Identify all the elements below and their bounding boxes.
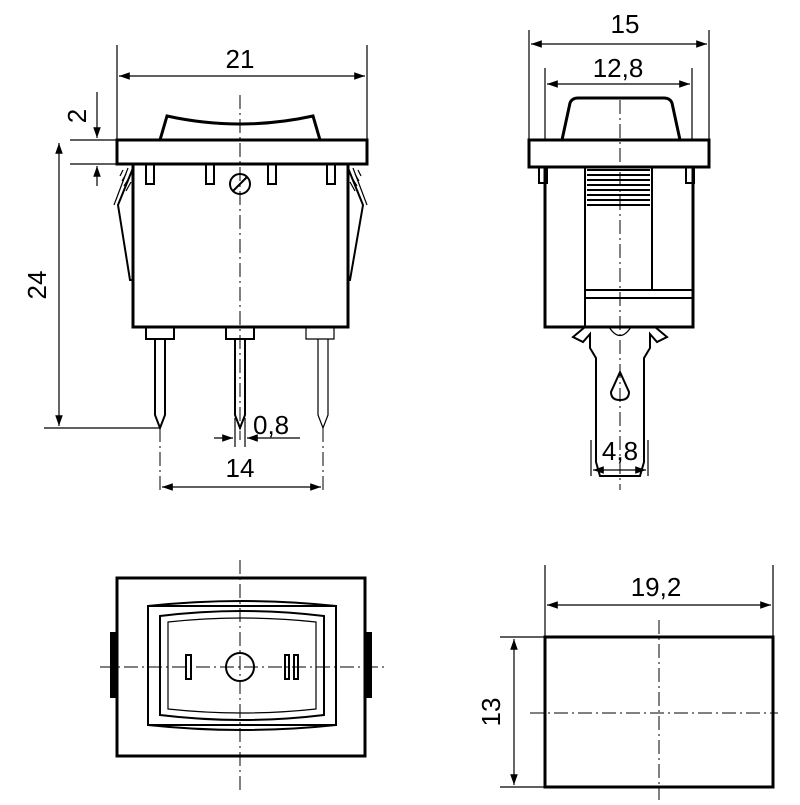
rocker-outline-top xyxy=(159,610,325,721)
on-symbol-a xyxy=(284,654,290,680)
ribs xyxy=(587,169,650,206)
dim-label-14: 14 xyxy=(226,453,255,483)
dim-label-19-2: 19,2 xyxy=(631,572,682,602)
dim-label-21: 21 xyxy=(226,44,255,74)
right-bump xyxy=(365,632,372,698)
rocker-side xyxy=(560,96,682,141)
dim-label-15: 15 xyxy=(611,9,640,39)
terminal-tab xyxy=(571,326,669,477)
dim-label-13: 13 xyxy=(476,698,506,727)
side-view xyxy=(527,96,711,490)
top-plate-front xyxy=(115,138,369,166)
dim-label-12-8: 12,8 xyxy=(593,53,644,83)
panel-cutout xyxy=(530,620,778,800)
right-clip xyxy=(347,167,365,281)
left-clip xyxy=(116,167,134,281)
dim-label-0-8: 0,8 xyxy=(253,410,289,440)
side-dimensions: 15 12,8 4,8 xyxy=(528,9,710,476)
dim-label-4-8: 4,8 xyxy=(602,436,638,466)
cutout-dimensions: 19,2 13 xyxy=(476,565,774,788)
left-bump xyxy=(110,632,117,698)
front-view xyxy=(113,95,369,440)
front-dimensions: 21 2 24 0,8 14 xyxy=(22,44,368,493)
body-side xyxy=(543,165,695,329)
top-view xyxy=(100,560,385,790)
dim-label-2: 2 xyxy=(62,109,92,123)
cutout-rect xyxy=(543,635,775,789)
top-plate-side xyxy=(527,138,711,169)
dim-label-24: 24 xyxy=(22,271,52,300)
